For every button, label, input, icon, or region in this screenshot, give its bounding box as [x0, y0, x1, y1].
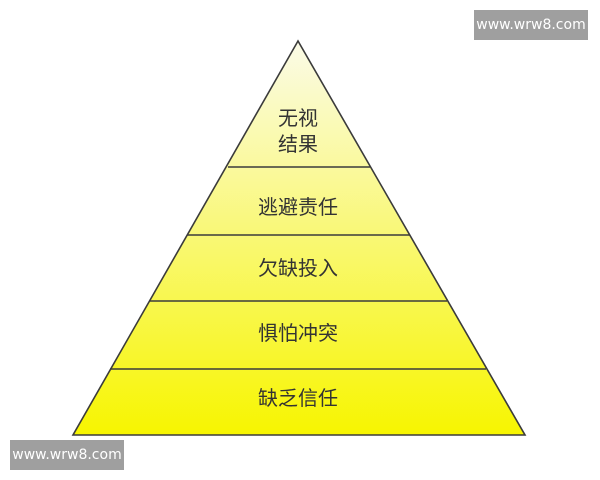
tier-label-1-line-2: 结果 [278, 132, 318, 156]
tier-label-1-line-1: 无视 [278, 106, 318, 130]
watermark-top-right: www.wrw8.com [474, 10, 588, 40]
tier-label-2: 逃避责任 [258, 195, 338, 219]
tier-label-4: 惧怕冲突 [258, 321, 338, 345]
pyramid-body [71, 39, 527, 436]
watermark-bottom-left: www.wrw8.com [10, 440, 124, 470]
tier-label-3: 欠缺投入 [258, 256, 338, 280]
tier-label-5: 缺乏信任 [258, 386, 338, 410]
